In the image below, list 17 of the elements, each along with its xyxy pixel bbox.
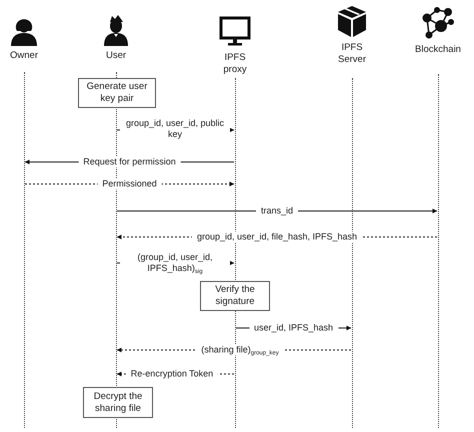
process-box: Decrypt the sharing file	[83, 387, 153, 418]
edge-label: group_id, user_id, file_hash, IPFS_hash	[192, 232, 362, 242]
edge-label: Re-encryption Token	[126, 368, 218, 380]
participant-label: User	[106, 50, 126, 62]
lifeline	[24, 72, 25, 428]
edge-label: Permissioned	[97, 178, 162, 190]
lifeline	[438, 74, 439, 428]
edge-label: user_id, IPFS_hash	[248, 322, 338, 334]
edge-label: Request for permission	[78, 156, 181, 168]
participant-label: Owner	[10, 50, 38, 62]
edge-label: (sharing file)$_{group_key}$	[196, 344, 284, 356]
process-box: Generate user key pair	[78, 78, 156, 108]
participant-label: Blockchain	[415, 44, 461, 56]
participant-label: IPFS proxy	[222, 52, 248, 76]
edge-label: trans_id	[256, 206, 298, 216]
process-box: Verify the signature	[200, 281, 270, 311]
participant-label: IPFS Server	[337, 42, 367, 66]
